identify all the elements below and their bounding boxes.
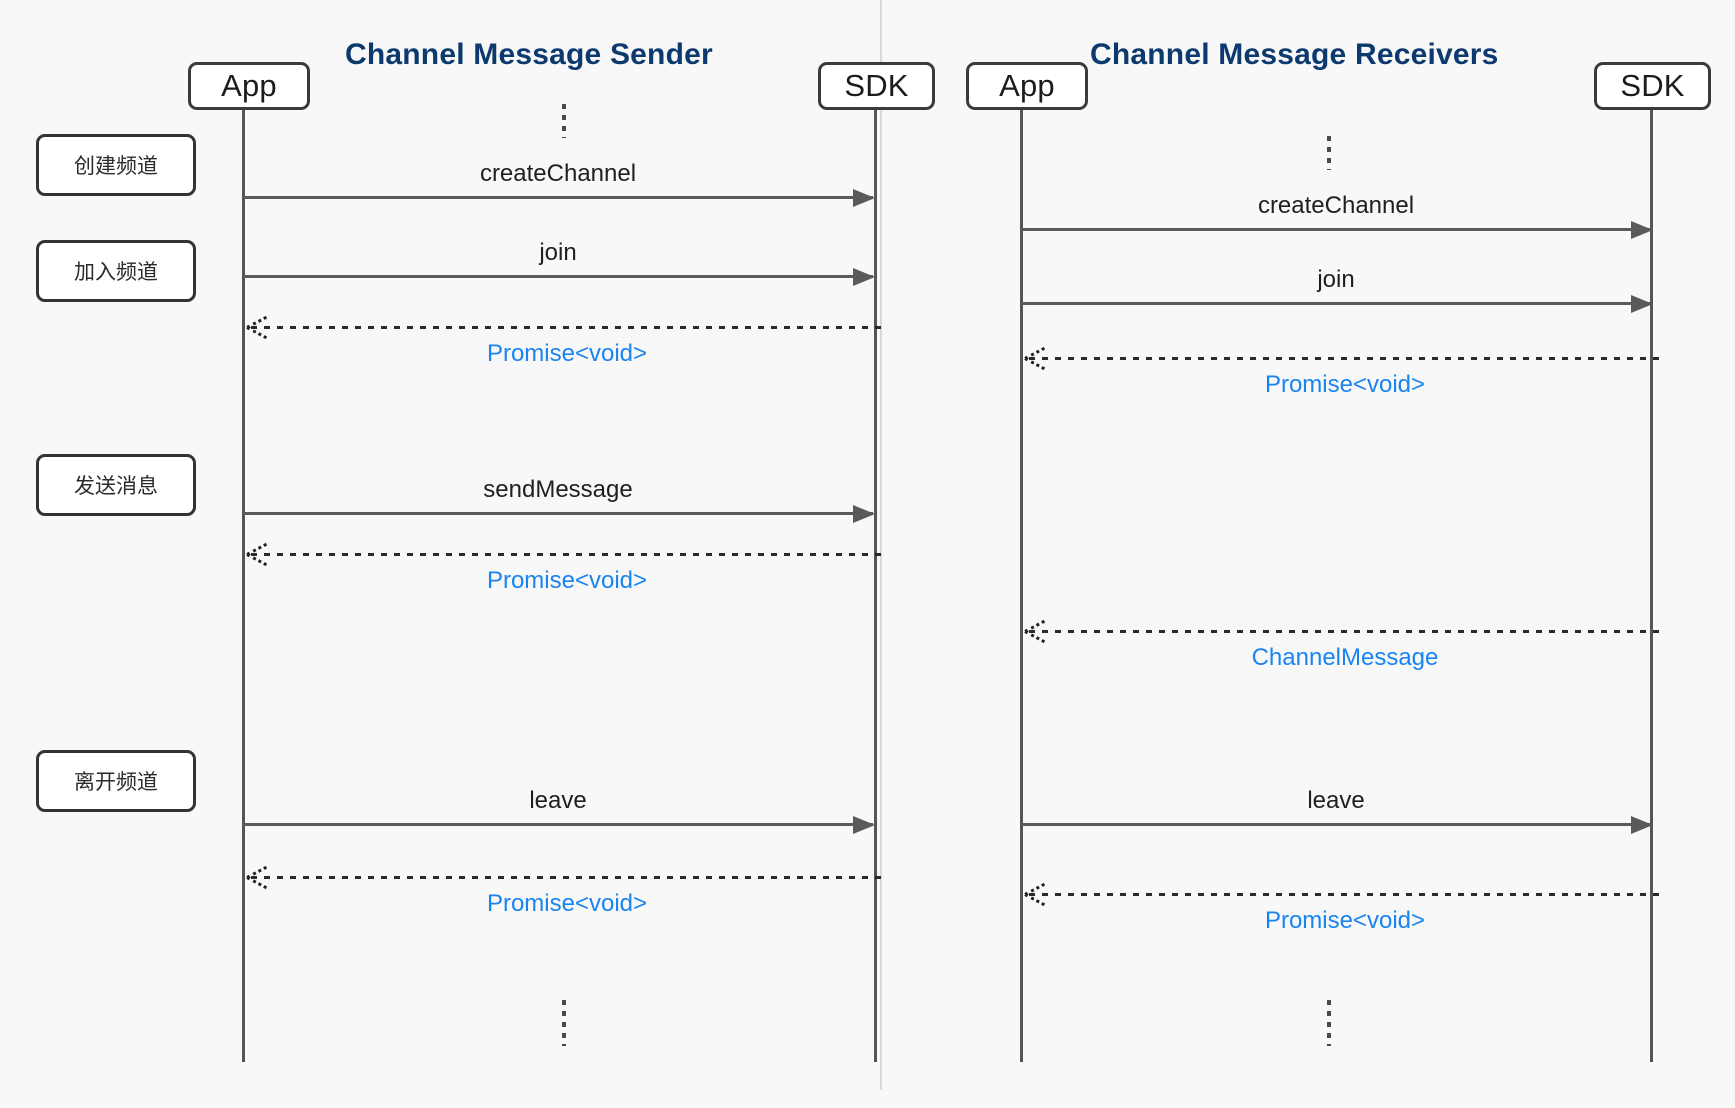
- participant-label: App: [221, 68, 277, 103]
- ellipsis-bottom-sender: [562, 1000, 566, 1046]
- arrowhead-right-icon: [853, 505, 875, 523]
- arrowhead-left-open-icon: [246, 542, 271, 567]
- lifeline-receiver-sdk: [1650, 110, 1653, 1062]
- arrowhead-right-icon: [1631, 221, 1653, 239]
- ellipsis-bottom-receivers: [1327, 1000, 1331, 1046]
- message-line: [1029, 356, 1661, 360]
- arrowhead-right-icon: [1631, 816, 1653, 834]
- step-label: 加入频道: [74, 261, 158, 284]
- panel-title-sender: Channel Message Sender: [345, 38, 713, 71]
- message-label: join: [1317, 266, 1355, 293]
- step-box-leave-channel[interactable]: 离开频道: [36, 750, 196, 812]
- message-label: leave: [529, 787, 587, 814]
- lifeline-receiver-app: [1020, 110, 1023, 1062]
- message-label: createChannel: [1257, 192, 1415, 219]
- message-line: [1021, 823, 1651, 826]
- lifeline-sender-sdk: [874, 110, 877, 1062]
- message-label: ChannelMessage: [1251, 644, 1439, 671]
- message-line: [1029, 629, 1661, 633]
- message-label: createChannel: [479, 160, 637, 187]
- lifeline-sender-app: [242, 110, 245, 1062]
- message-line: [1021, 228, 1651, 231]
- participant-label: SDK: [844, 68, 909, 103]
- step-box-create-channel[interactable]: 创建频道: [36, 134, 196, 196]
- ellipsis-top-receivers: [1327, 136, 1331, 170]
- step-box-join-channel[interactable]: 加入频道: [36, 240, 196, 302]
- message-label: Promise<void>: [486, 890, 648, 917]
- participant-sender-app[interactable]: App: [188, 62, 310, 110]
- arrowhead-right-icon: [853, 816, 875, 834]
- panel-divider: [880, 0, 882, 1090]
- message-label: Promise<void>: [1264, 907, 1426, 934]
- arrowhead-left-open-icon: [1024, 346, 1049, 371]
- step-box-send-message[interactable]: 发送消息: [36, 454, 196, 516]
- arrowhead-left-open-icon: [246, 315, 271, 340]
- participant-receiver-app[interactable]: App: [966, 62, 1088, 110]
- message-label: leave: [1307, 787, 1365, 814]
- participant-label: App: [999, 68, 1055, 103]
- participant-sender-sdk[interactable]: SDK: [818, 62, 935, 110]
- message-label: Promise<void>: [486, 340, 648, 367]
- arrowhead-left-open-icon: [1024, 619, 1049, 644]
- message-label: Promise<void>: [486, 567, 648, 594]
- arrowhead-right-icon: [853, 268, 875, 286]
- step-label: 创建频道: [74, 155, 158, 178]
- message-line: [251, 325, 883, 329]
- ellipsis-top-sender: [562, 104, 566, 138]
- message-label: join: [539, 239, 577, 266]
- participant-label: SDK: [1620, 68, 1685, 103]
- message-line: [1021, 302, 1651, 305]
- step-label: 发送消息: [74, 475, 158, 498]
- message-line: [243, 823, 873, 826]
- panel-title-receivers: Channel Message Receivers: [1090, 38, 1499, 71]
- message-label: sendMessage: [483, 476, 633, 503]
- message-line: [243, 512, 873, 515]
- arrowhead-left-open-icon: [1024, 882, 1049, 907]
- arrowhead-right-icon: [1631, 295, 1653, 313]
- message-line: [251, 875, 883, 879]
- message-line: [251, 552, 883, 556]
- participant-receiver-sdk[interactable]: SDK: [1594, 62, 1711, 110]
- arrowhead-left-open-icon: [246, 865, 271, 890]
- arrowhead-right-icon: [853, 189, 875, 207]
- message-line: [243, 275, 873, 278]
- message-line: [243, 196, 873, 199]
- message-line: [1029, 892, 1661, 896]
- step-label: 离开频道: [74, 771, 158, 794]
- message-label: Promise<void>: [1264, 371, 1426, 398]
